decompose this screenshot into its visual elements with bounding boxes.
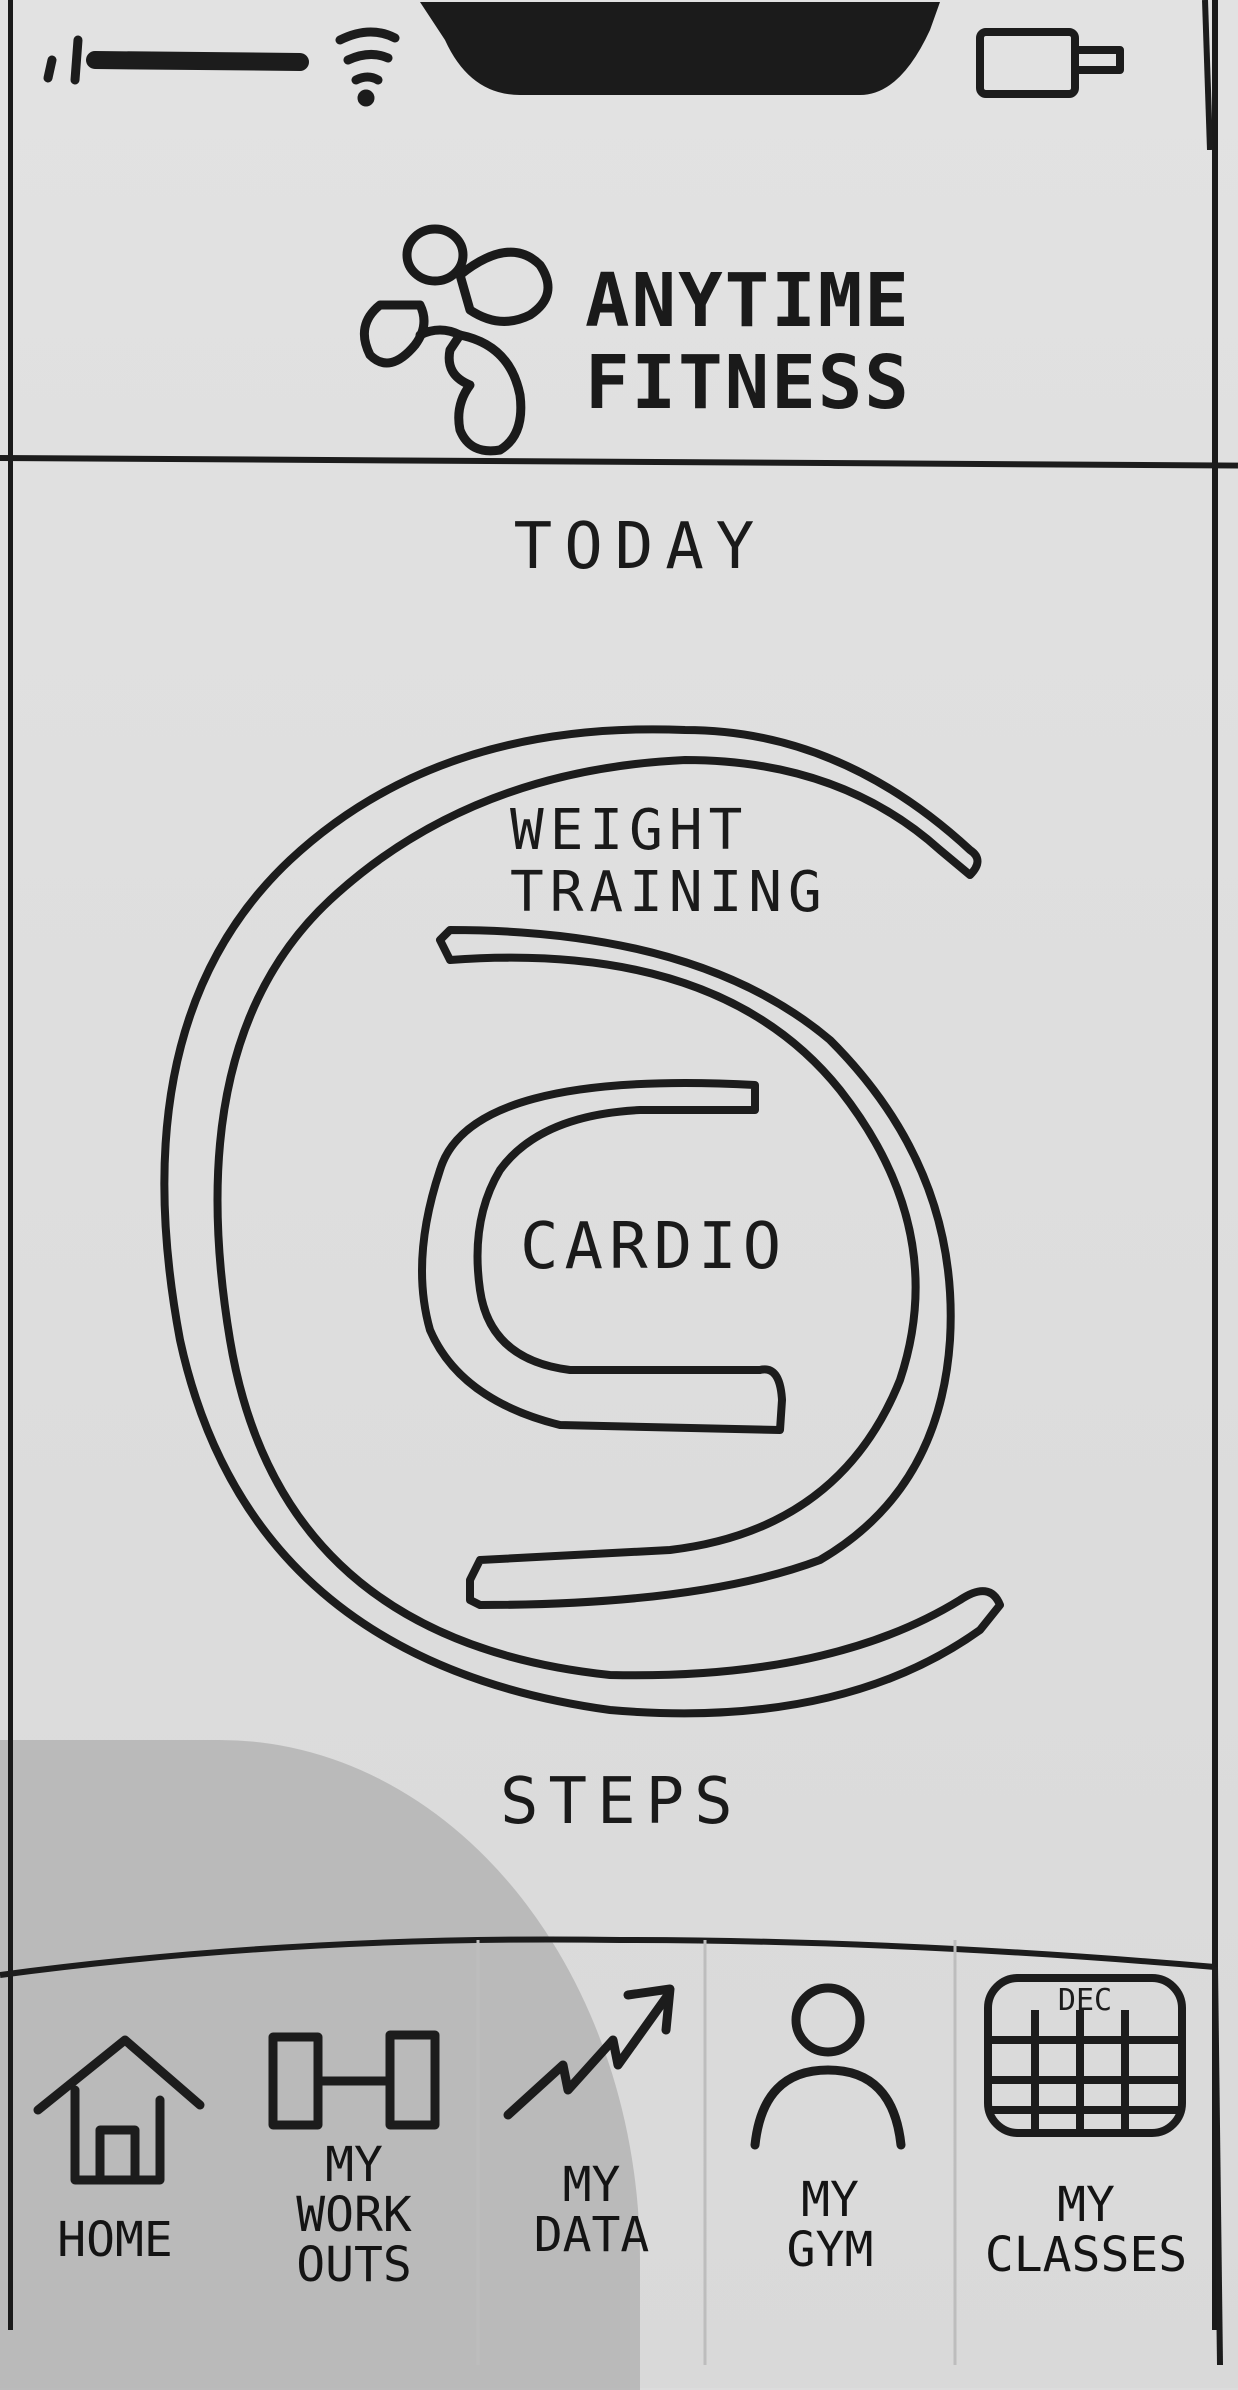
bottom-nav-outline (0, 1936, 1223, 2366)
nav-label-my-workouts-line2: WORK (296, 2187, 412, 2243)
home-icon (33, 2035, 205, 2185)
wifi-icon (335, 27, 400, 107)
weight-training-label-line2: TRAINING (510, 860, 828, 925)
calendar-icon: DEC (984, 1974, 1186, 2137)
phone-frame (8, 0, 1218, 2330)
status-bar (0, 0, 1238, 151)
steps-label: STEPS (500, 1765, 743, 1839)
weight-training-ring[interactable] (160, 725, 1004, 1718)
nav-item-my-gym[interactable]: MY GYM (705, 1915, 955, 2365)
weight-training-label-line1: WEIGHT (510, 798, 749, 863)
bottom-nav: HOME MY WORK OUTS MY DATA (0, 1915, 1238, 2388)
nav-label-my-gym-line2: GYM (786, 2222, 874, 2278)
today-heading: TODAY (513, 510, 767, 584)
nav-label-home: HOME (0, 2215, 230, 2265)
nav-item-my-classes[interactable]: DEC MY CLASSES (955, 1915, 1217, 2365)
calendar-month-label: DEC (1058, 1983, 1112, 2018)
nav-label-my-workouts: MY WORK OUTS (230, 2140, 478, 2290)
activity-rings[interactable] (140, 700, 1100, 1780)
person-icon (750, 1983, 906, 2150)
nav-label-my-workouts-line1: MY (325, 2137, 383, 2193)
nav-label-my-data-line1: MY (562, 2157, 621, 2213)
weight-training-label: WEIGHT TRAINING (510, 800, 828, 924)
dumbbell-icon (268, 2030, 440, 2130)
camera-notch (420, 2, 940, 95)
brand-line-2: FITNESS (585, 340, 911, 426)
brand-wordmark: ANYTIME FITNESS (585, 260, 911, 424)
nav-label-my-data-line2: DATA (533, 2207, 650, 2263)
nav-item-my-data[interactable]: MY DATA (478, 1915, 705, 2365)
signal-bars-icon (43, 35, 309, 85)
nav-label-home-line1: HOME (57, 2212, 173, 2268)
nav-item-home[interactable]: HOME (0, 1915, 230, 2365)
battery-icon (976, 28, 1124, 98)
nav-item-my-workouts[interactable]: MY WORK OUTS (230, 1915, 478, 2365)
brand-line-1: ANYTIME (585, 258, 911, 344)
nav-label-my-workouts-line3: OUTS (296, 2237, 412, 2293)
nav-label-my-classes-line1: MY (1057, 2177, 1115, 2233)
running-figure-logo-icon (359, 224, 553, 456)
brand-logo[interactable]: ANYTIME FITNESS (350, 215, 1030, 475)
status-bar-drawing (43, 0, 1213, 151)
nav-label-my-data: MY DATA (478, 2160, 705, 2260)
nav-label-my-gym-line1: MY (801, 2172, 859, 2228)
steps-ring[interactable] (436, 926, 955, 1609)
cardio-ring[interactable] (418, 1079, 786, 1434)
cardio-label: CARDIO (520, 1210, 788, 1284)
nav-label-my-classes-line2: CLASSES (984, 2227, 1188, 2283)
nav-label-my-gym: MY GYM (705, 2175, 955, 2275)
trend-up-icon (503, 1984, 675, 2120)
nav-label-my-classes: MY CLASSES (955, 2180, 1217, 2280)
